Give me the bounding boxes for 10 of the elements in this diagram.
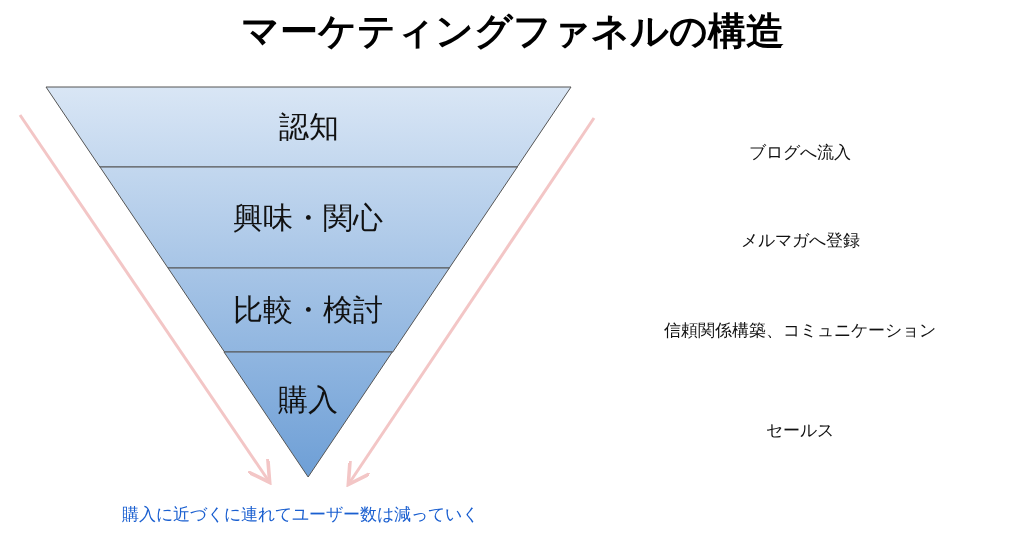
stage-label: 購入 — [277, 380, 340, 419]
stage-description: セールス — [765, 419, 835, 442]
stage-label: 比較・検討 — [232, 291, 385, 329]
stage-label: 認知 — [277, 108, 340, 146]
stage-description: ブログへ流入 — [748, 141, 852, 164]
stage-description: メルマガへ登録 — [739, 229, 861, 252]
note: 購入に近づくに連れてユーザー数は減っていく — [120, 503, 480, 526]
stage-description: 信頼関係構築、コミュニケーション — [663, 319, 937, 342]
title: マーケティングファネルの構造 — [239, 8, 785, 55]
stage-label: 興味・関心 — [232, 198, 385, 237]
